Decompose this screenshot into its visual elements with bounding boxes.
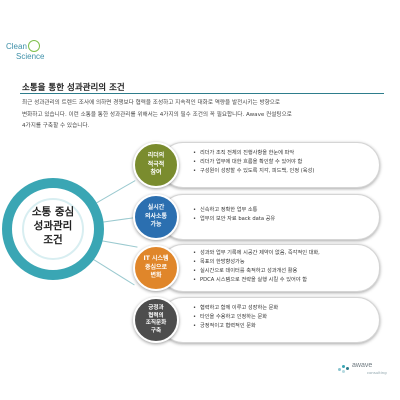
- intro-paragraph: 최근 성과관리의 트렌드 조사에 의하면 경쟁보다 협력을 조성하고 지속적인 …: [22, 98, 378, 133]
- logo-text-clean: Clean: [6, 42, 27, 51]
- badge-line: 참여: [150, 169, 162, 177]
- condition-card-communication: 신속하고 정확한 업무 소통 업무의 보안 자료 back data 공유: [160, 194, 380, 240]
- condition-card-it-system: 성과와 업무 기록에 시공간 제약이 없음, 즉각적인 대화, 목표의 한방향성…: [160, 244, 380, 292]
- badge-realtime-communication: 실시간 의사소통 가능: [133, 194, 179, 240]
- awave-brand-name: awave: [352, 362, 373, 369]
- connector-line: [91, 180, 136, 207]
- bullet-item: 리더가 조직 전체의 진행사항을 한눈에 파악: [193, 149, 373, 158]
- bullet-item: 리더가 업무에 대한 흐름을 확인할 수 있어야 함: [193, 158, 373, 167]
- bullet-item: 목표의 한방향성가능: [193, 258, 373, 267]
- bullet-item: 구성원이 성장할 수 있도록 지각, 피드백, 인정 (육성): [193, 167, 373, 176]
- intro-line: 최근 성과관리의 트렌드 조사에 의하면 경쟁보다 협력을 조성하고 지속적인 …: [22, 100, 281, 106]
- badge-line: 긍정과: [148, 305, 164, 311]
- badge-line: 리더의: [147, 152, 165, 160]
- bullet-item: 협력하고 함께 이루고 성장하는 문화: [193, 304, 373, 313]
- badge-it-system-change: IT 시스템 중심으로 변화: [133, 245, 179, 291]
- badge-leader-participation: 리더의 적극적 참여: [133, 142, 179, 188]
- bullet-item: PDCA 시스템으로 전략을 실행 시킬 수 있어야 함: [193, 276, 373, 285]
- center-circle: [2, 178, 104, 280]
- clean-science-logo: Clean Science: [6, 38, 46, 68]
- badge-line: 의사소통: [144, 212, 168, 220]
- badge-line: 가능: [150, 221, 162, 229]
- center-circle-inner-ring: [22, 198, 84, 260]
- center-label-line: 성과관리: [33, 220, 73, 232]
- badge-line: IT 시스템: [143, 255, 169, 263]
- condition-card-culture: 협력하고 함께 이루고 성장하는 문화 타인을 수용하고 인정하는 문화 긍정적…: [160, 297, 380, 343]
- condition-card-leader: 리더가 조직 전체의 진행사항을 한눈에 파악 리더가 업무에 대한 흐름을 확…: [160, 142, 380, 188]
- intro-line: 4가지를 구축할 수 있습니다.: [22, 123, 90, 129]
- badge-line: 중심으로: [144, 263, 168, 271]
- center-label-line: 소통 중심: [31, 206, 75, 218]
- badge-positive-culture: 긍정과 협력의 조직문화 구축: [133, 297, 179, 343]
- bullet-item: 긍정적이고 협력적인 문화: [193, 322, 373, 331]
- bullet-item: 신속하고 정확한 업무 소통: [193, 206, 373, 215]
- page-title: 소통을 통한 성과관리의 조건: [22, 83, 125, 93]
- badge-line: 협력의: [148, 312, 164, 319]
- center-label: 소통 중심 성과관리 조건: [2, 205, 104, 247]
- logo-text-science: Science: [16, 52, 45, 61]
- connector-line: [99, 240, 138, 248]
- center-label-line: 조건: [43, 234, 63, 246]
- bullet-item: 업무의 보안 자료 back data 공유: [193, 215, 373, 224]
- intro-line: 변화하고 있습니다. 이런 소통을 통한 성과관리를 위해서는 4가지의 필수 …: [22, 111, 292, 118]
- bullet-item: 타인을 수용하고 인정하는 문화: [193, 313, 373, 322]
- connector-line: [91, 258, 135, 286]
- awave-logo-icon: [338, 364, 350, 374]
- bullet-item: 성과와 업무 기록에 시공간 제약이 없음, 즉각적인 대화,: [193, 249, 373, 258]
- bullet-item: 실시간으로 데이터를 축적하고 성과개선 활용: [193, 267, 373, 276]
- badge-line: 실시간: [147, 204, 165, 212]
- badge-line: 적극적: [147, 160, 165, 168]
- badge-line: 변화: [150, 272, 162, 280]
- awave-brand-sub: consulting: [367, 370, 387, 375]
- logo-ring-icon: [28, 40, 40, 52]
- badge-line: 조직문화: [145, 320, 167, 326]
- title-divider: [20, 93, 384, 94]
- badge-line: 구축: [150, 327, 162, 334]
